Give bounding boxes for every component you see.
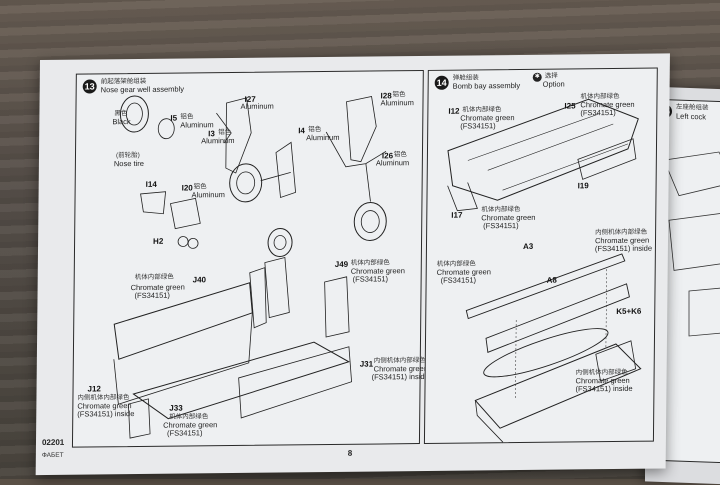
part-a3: A3: [522, 241, 534, 251]
part-i19: I19: [577, 181, 589, 191]
i17-fs: (FS34151): [483, 220, 519, 231]
step-15-title-en: Left cock: [676, 111, 707, 122]
page-number: 8: [347, 448, 353, 458]
j49-fs: (FS34151): [352, 274, 389, 284]
a3-fs: (FS34151) inside: [594, 243, 653, 254]
i20-en: Aluminum: [191, 190, 225, 200]
part-k5k6: K5+K6: [616, 306, 642, 316]
footer-small-text: ФАБЕТ: [41, 451, 64, 460]
j31-fs: (FS34151) inside: [371, 371, 429, 382]
part-j33: J33: [169, 403, 183, 413]
part-i25: I25: [564, 101, 576, 111]
part-i4: I4: [298, 126, 305, 136]
step-14-panel: 14 弹舱组装 Bomb bay assembly ✱ 选择 Option: [423, 67, 658, 444]
adjacent-page: 15 左座舱组装 Left cock: [645, 86, 720, 485]
j12-fs: (FS34151) inside: [77, 409, 135, 419]
i3-en: Aluminum: [201, 135, 235, 146]
kit-code: 02201: [41, 437, 65, 448]
i12-fs: (FS34151): [460, 121, 496, 131]
left-fs: (FS34151): [440, 275, 477, 285]
nose-tire-en: Nose tire: [113, 158, 144, 169]
j40-cn: 机体内部绿色: [134, 273, 174, 282]
i28-en: Aluminum: [380, 98, 414, 108]
step-15-panel: 15 左座舱组装 Left cock: [653, 98, 720, 464]
i25-fs: (FS34151): [580, 107, 616, 118]
i27-en: Aluminum: [240, 101, 274, 111]
part-j49: J49: [334, 259, 349, 269]
i26-en: Aluminum: [375, 158, 410, 168]
bomb-bay-drawing: [447, 98, 642, 443]
part-i5: I5: [170, 113, 178, 123]
instruction-page: 13 前起落架舱组装 Nose gear well assembly: [35, 53, 670, 476]
black-label-en: Black: [112, 117, 131, 127]
step-13-panel: 13 前起落架舱组装 Nose gear well assembly: [71, 69, 429, 448]
j40-fs: (FS34151): [134, 290, 171, 301]
part-i14: I14: [145, 179, 157, 189]
j33-fs: (FS34151): [167, 428, 203, 438]
i4-en: Aluminum: [306, 132, 340, 143]
part-j31: J31: [359, 359, 374, 369]
cockpit-drawing: [663, 151, 720, 337]
part-h2: H2: [153, 236, 164, 246]
part-i12: I12: [448, 106, 460, 116]
part-j40: J40: [192, 275, 207, 285]
nose-gear-drawing: [113, 95, 387, 439]
right-fs: (FS34151) inside: [575, 383, 633, 394]
part-a8: A8: [546, 275, 557, 285]
part-i17: I17: [451, 210, 463, 220]
part-j12: J12: [87, 384, 101, 394]
